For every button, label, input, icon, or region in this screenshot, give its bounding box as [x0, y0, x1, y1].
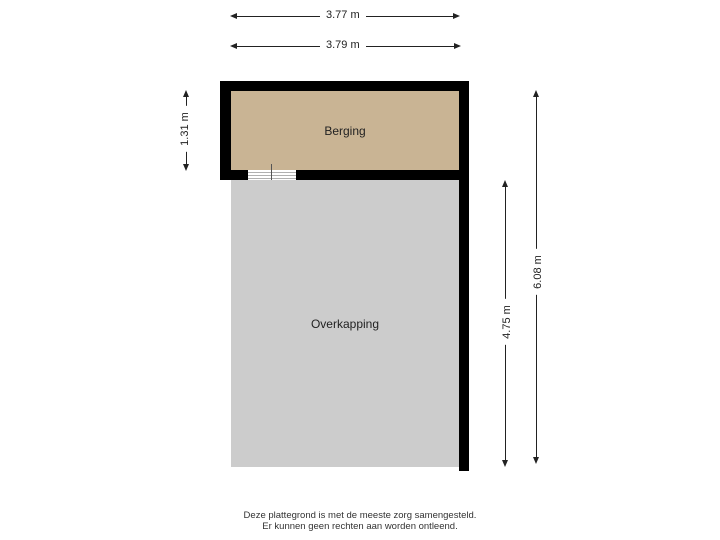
- wall-top: [220, 81, 469, 91]
- arrow-down-icon: [533, 457, 539, 464]
- arrow-left-icon: [230, 13, 237, 19]
- room-berging: Berging: [231, 91, 459, 170]
- arrow-up-icon: [533, 90, 539, 97]
- room-label-berging: Berging: [324, 124, 366, 138]
- door-line: [248, 175, 296, 176]
- dimension-label: 3.79 m: [320, 39, 366, 51]
- dimension-label: 6.08 m: [531, 249, 544, 295]
- arrow-up-icon: [183, 90, 189, 97]
- room-overkapping: Overkapping: [231, 180, 459, 467]
- wall-bottom-right: [296, 170, 460, 180]
- dimension-label: 4.75 m: [500, 299, 513, 345]
- wall-right: [459, 81, 469, 471]
- dimension-top-outer: 3.79 m: [230, 39, 461, 52]
- dimension-label: 3.77 m: [320, 9, 366, 21]
- arrow-down-icon: [183, 164, 189, 171]
- wall-bottom-left: [220, 170, 248, 180]
- arrow-right-icon: [453, 13, 460, 19]
- disclaimer-line-2: Er kunnen geen rechten aan worden ontlee…: [262, 521, 458, 532]
- disclaimer-line-1: Deze plattegrond is met de meeste zorg s…: [243, 510, 477, 521]
- disclaimer: Deze plattegrond is met de meeste zorg s…: [0, 510, 720, 532]
- wall-left: [220, 81, 231, 180]
- door-line: [248, 178, 296, 179]
- arrow-right-icon: [454, 43, 461, 49]
- dimension-label: 1.31 m: [178, 106, 191, 152]
- door: [248, 164, 296, 186]
- arrow-left-icon: [230, 43, 237, 49]
- door-stile: [271, 164, 272, 186]
- arrow-up-icon: [502, 180, 508, 187]
- arrow-down-icon: [502, 460, 508, 467]
- dimension-top-inner: 3.77 m: [230, 9, 460, 22]
- room-label-overkapping: Overkapping: [310, 317, 380, 331]
- door-line: [248, 172, 296, 173]
